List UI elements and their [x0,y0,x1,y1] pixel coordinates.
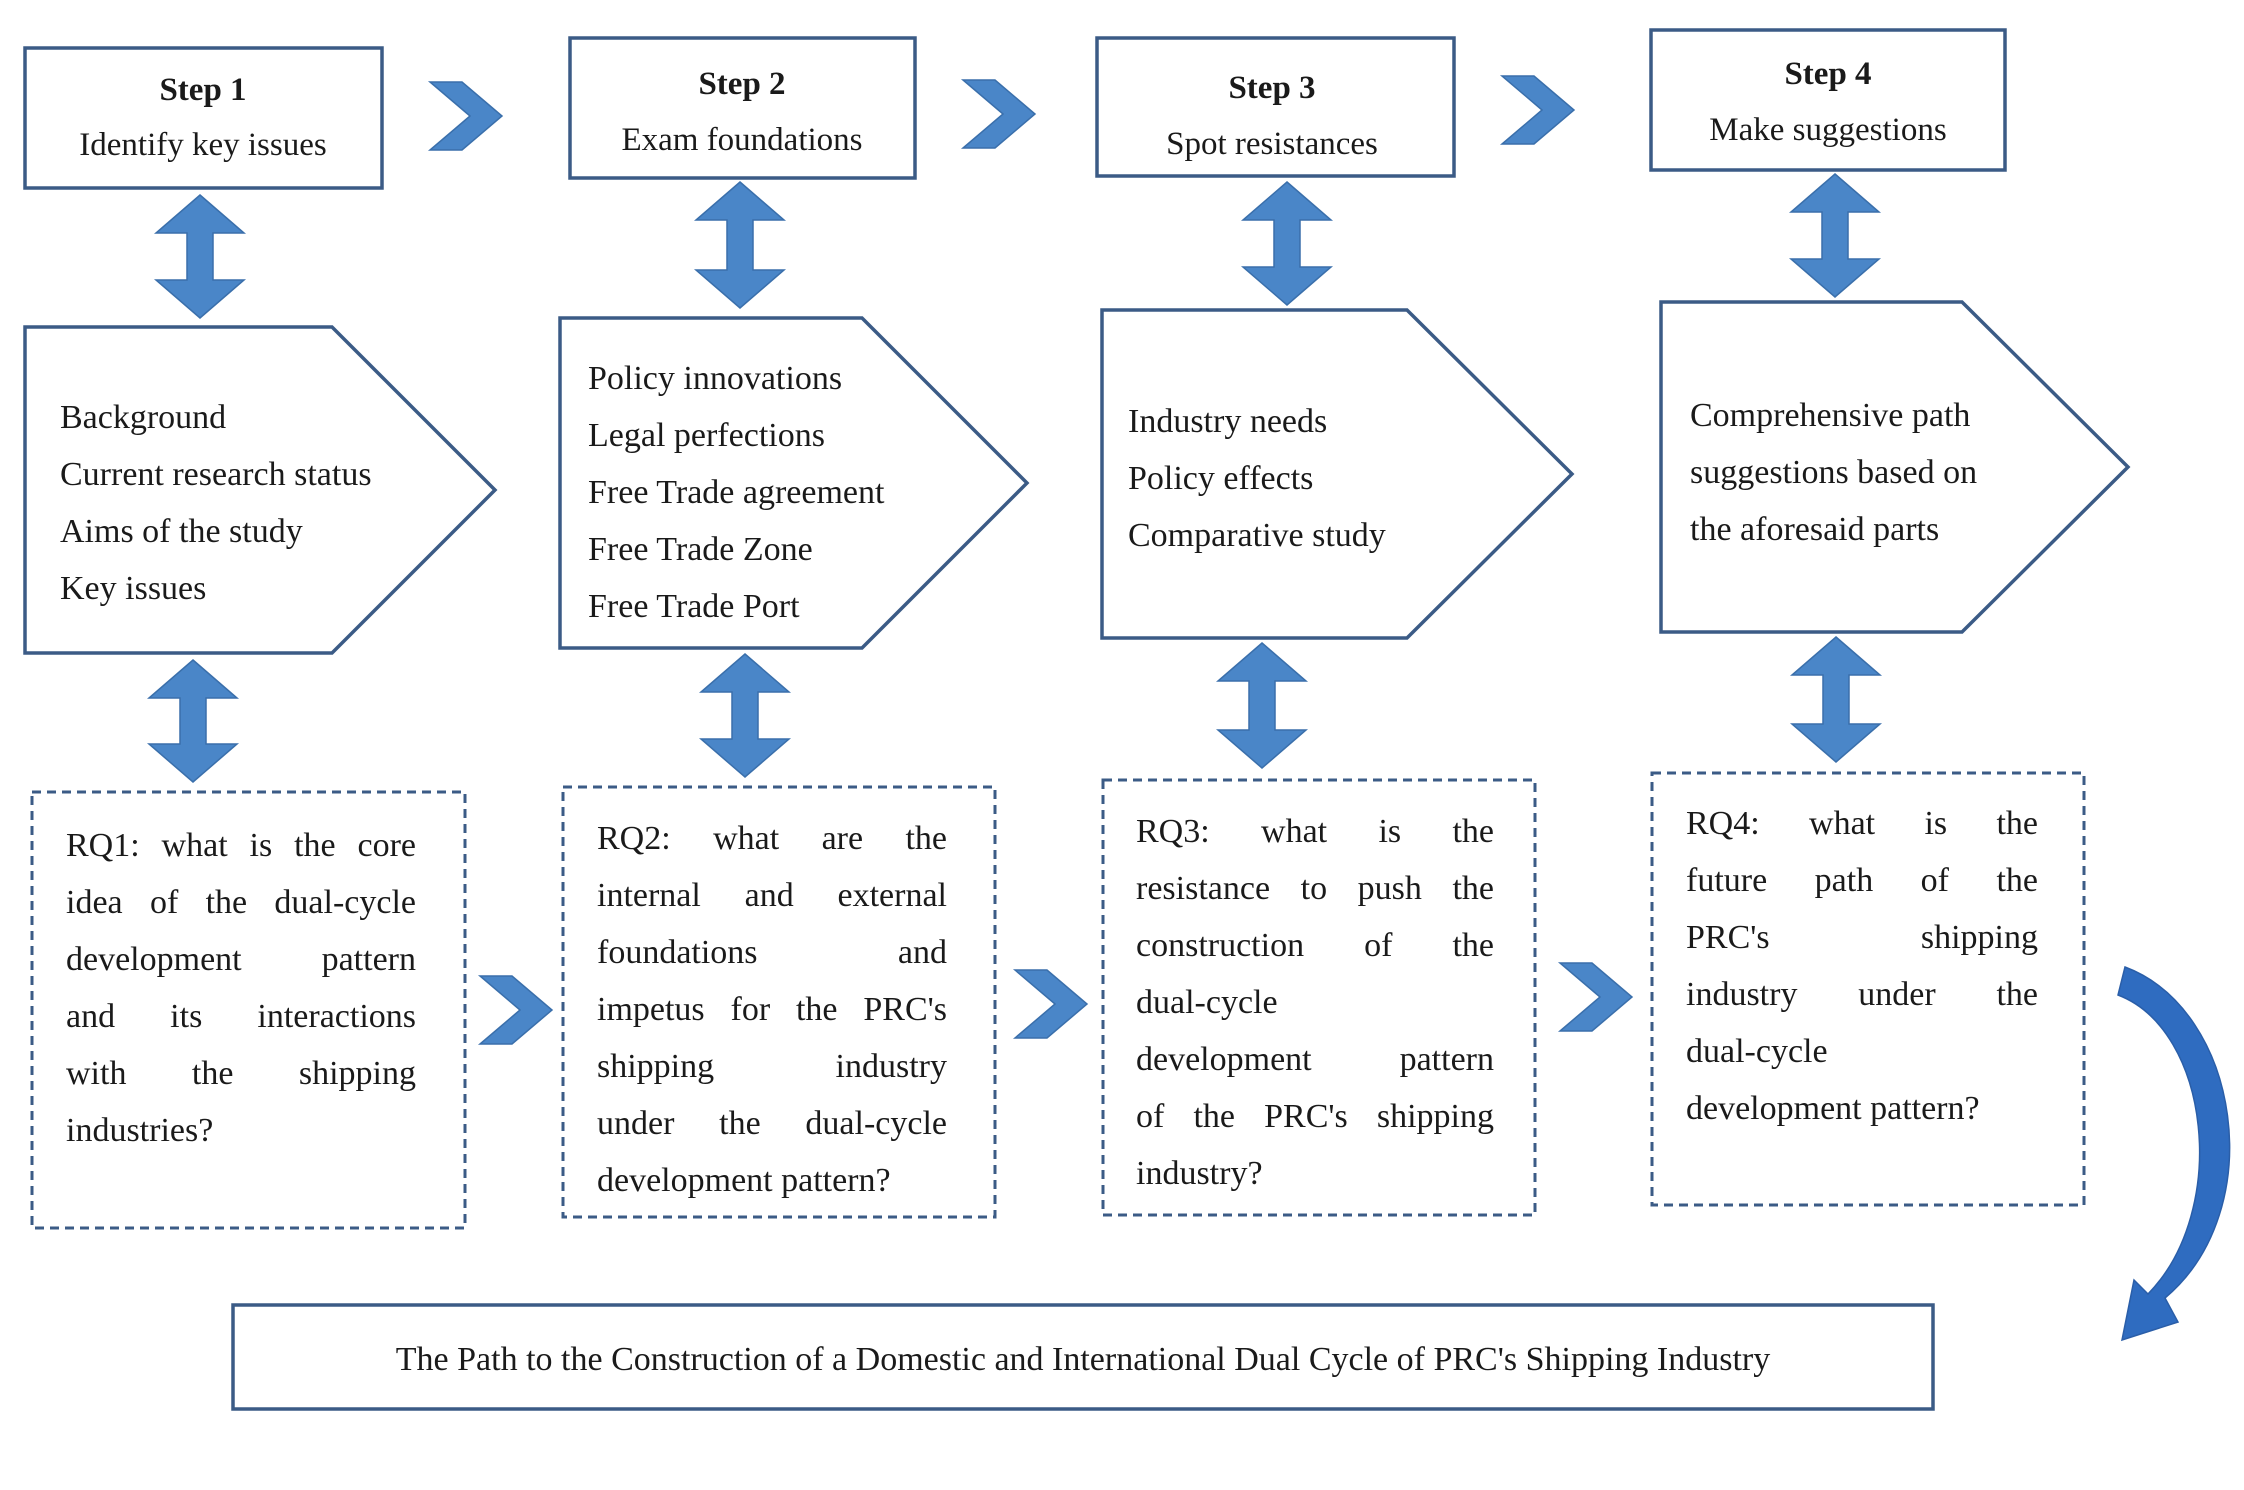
double-arrow-vertical-icon [693,181,787,309]
step-2-content: Policy innovations Legal perfections Fre… [558,316,1030,650]
step-1-header: Step 1 Identify key issues [23,46,384,190]
double-arrow-vertical-icon [1240,181,1334,306]
step-3-title: Step 3 [1228,70,1315,106]
rq-2-line: development pattern? [597,1162,891,1199]
rq-3-line: dual-cycle [1136,984,1278,1021]
rq-4-line: dual-cycle [1686,1033,1828,1070]
step-2-header: Step 2 Exam foundations [568,36,917,180]
step-4-header: Step 4 Make suggestions [1649,28,2007,172]
step-2-content-line: Free Trade Zone [588,531,813,568]
rq-3-line: construction of the [1136,927,1494,964]
step-3-content-line: Comparative study [1128,517,1386,554]
rq-4-line: PRC's shipping [1686,919,2038,956]
step-2-content-line: Policy innovations [588,360,842,397]
rq-3-line: of the PRC's shipping [1136,1098,1494,1135]
step-1-content-line: Aims of the study [60,513,303,550]
step-1-content: Background Current research status Aims … [23,325,498,655]
rq-4-line: future path of the [1686,862,2038,899]
rq-2-line: RQ2: what are the [597,820,947,857]
rq-1-line: RQ1: what is the core [66,827,416,864]
rq-1-box: RQ1: what is the core idea of the dual-cy… [30,790,467,1230]
double-arrow-vertical-icon [1215,642,1309,769]
rq-2-line: under the dual-cycle [597,1105,947,1142]
step-1-content-line: Current research status [60,456,372,493]
double-arrow-vertical-icon [1789,636,1883,763]
rq-2-line: shipping industry [597,1048,947,1085]
rq-3-line: resistance to push the [1136,870,1494,907]
step-1-content-line: Background [60,399,226,436]
rq-3-line: RQ3: what is the [1136,813,1494,850]
step-4-content: Comprehensive path suggestions based on … [1659,300,2131,634]
rq-4-line: RQ4: what is the [1686,805,2038,842]
double-arrow-vertical-icon [146,659,240,783]
footer-conclusion: The Path to the Construction of a Domest… [231,1303,1935,1411]
rq-3-line: industry? [1136,1155,1263,1192]
rq-2-line: foundations and [597,934,947,971]
rq-4-line: development pattern? [1686,1090,1980,1127]
double-arrow-vertical-icon [698,653,792,778]
curved-arrow-icon [2117,966,2231,1342]
rq-3-line: development pattern [1136,1041,1494,1078]
footer-text: The Path to the Construction of a Domest… [396,1341,1770,1378]
step-1-content-line: Key issues [60,570,206,607]
step-4-content-line: suggestions based on [1690,454,1977,491]
rq-2-box: RQ2: what are the internal and external fo… [561,785,997,1219]
step-2-content-line: Free Trade Port [588,588,800,625]
rq-1-line: development pattern [66,941,416,978]
chevron-right-icon [1499,75,1576,145]
step-1-title: Step 1 [159,72,246,108]
step-1-subtitle: Identify key issues [79,127,326,163]
chevron-right-icon [477,975,554,1045]
chevron-right-icon [1557,962,1634,1032]
rq-4-box: RQ4: what is the future path of thePRC's … [1650,771,2086,1207]
step-4-content-line: Comprehensive path [1690,397,1970,434]
double-arrow-vertical-icon [1788,173,1882,298]
step-4-subtitle: Make suggestions [1709,112,1946,148]
chevron-right-icon [1012,969,1089,1039]
rq-2-line: internal and external [597,877,947,914]
rq-4-line: industry under the [1686,976,2038,1013]
rq-1-line: with the shipping [66,1055,416,1092]
step-2-title: Step 2 [698,66,785,102]
rq-1-line: and its interactions [66,998,416,1035]
rq-1-line: idea of the dual-cycle [66,884,416,921]
step-3-subtitle: Spot resistances [1166,126,1378,162]
step-2-content-line: Legal perfections [588,417,825,454]
step-3-content: Industry needs Policy effects Comparativ… [1100,308,1575,640]
step-3-header: Step 3 Spot resistances [1095,36,1456,178]
step-2-content-line: Free Trade agreement [588,474,885,511]
rq-1-line: industries? [66,1112,213,1149]
double-arrow-vertical-icon [153,194,247,319]
step-3-content-line: Policy effects [1128,460,1313,497]
step-4-content-line: the aforesaid parts [1690,511,1939,548]
chevron-right-icon [427,81,504,151]
chevron-right-icon [960,79,1037,149]
rq-2-line: impetus for the PRC's [597,991,947,1028]
step-3-content-line: Industry needs [1128,403,1327,440]
rq-3-box: RQ3: what is the resistance to push the co… [1101,778,1537,1217]
step-4-title: Step 4 [1784,56,1871,92]
step-2-subtitle: Exam foundations [621,122,862,158]
